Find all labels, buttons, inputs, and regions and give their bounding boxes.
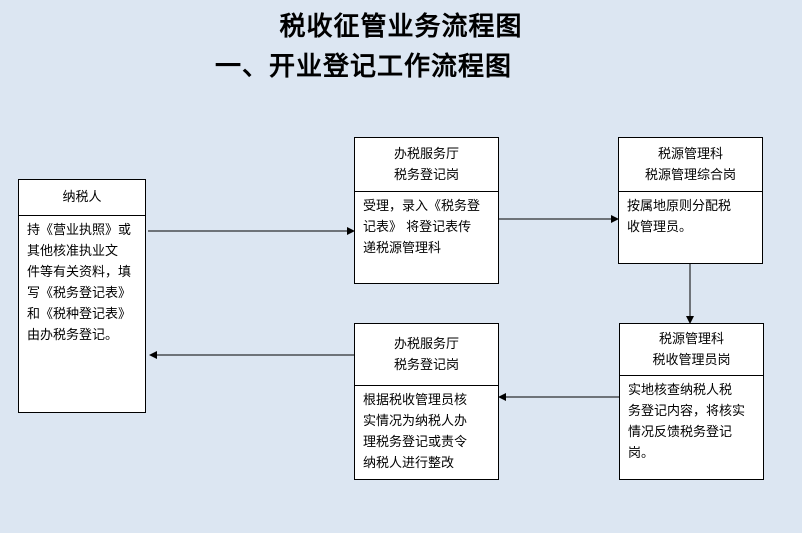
box-header: 办税服务厅 税务登记岗 <box>355 138 498 192</box>
box-header: 办税服务厅 税务登记岗 <box>355 324 498 386</box>
box-header: 税源管理科 税收管理员岗 <box>620 324 763 376</box>
box-header: 纳税人 <box>19 180 145 216</box>
chart-subtitle: 一、开业登记工作流程图 <box>215 52 513 82</box>
box-header-line: 办税服务厅 <box>393 146 459 162</box>
box-header-line: 税务登记岗 <box>393 167 459 183</box>
box-header-line: 办税服务厅 <box>393 336 459 352</box>
box-header-line: 税源管理科 <box>658 331 724 347</box>
box-body: 实地核查纳税人税 务登记内容，将核实 情况反馈税务登记 岗。 <box>628 383 746 461</box>
box-body: 根据税收管理员核 实情况为纳税人办 理税务登记或责令 纳税人进行整改 <box>363 393 468 471</box>
box-hall-process: 办税服务厅 税务登记岗 根据税收管理员核 实情况为纳税人办 理税务登记或责令 纳… <box>354 323 499 480</box>
box-header-line: 税源管理综合岗 <box>644 167 736 183</box>
box-collector: 税源管理科 税收管理员岗 实地核查纳税人税 务登记内容，将核实 情况反馈税务登记… <box>619 323 764 480</box>
chart-title: 税收征管业务流程图 <box>279 12 523 42</box>
box-hall-accept: 办税服务厅 税务登记岗 受理，录入《税务登 记表》 将登记表传 递税源管理科 <box>354 137 499 284</box>
box-taxpayer: 纳税人 持《营业执照》或 其他核准执业文 件等有关资料，填 写《税务登记表》 和… <box>18 179 146 413</box>
box-header-line: 税务登记岗 <box>393 357 459 373</box>
box-header-line: 税收管理员岗 <box>652 352 731 368</box>
box-header-line: 税源管理科 <box>657 146 723 162</box>
box-header: 税源管理科 税源管理综合岗 <box>619 138 762 192</box>
box-body: 按属地原则分配税 收管理员。 <box>627 199 732 235</box>
box-body: 持《营业执照》或 其他核准执业文 件等有关资料，填 写《税务登记表》 和《税种登… <box>27 223 132 343</box>
box-body: 受理，录入《税务登 记表》 将登记表传 递税源管理科 <box>363 199 481 256</box>
box-source-dept: 税源管理科 税源管理综合岗 按属地原则分配税 收管理员。 <box>618 137 763 264</box>
box-header-line: 纳税人 <box>62 190 102 205</box>
